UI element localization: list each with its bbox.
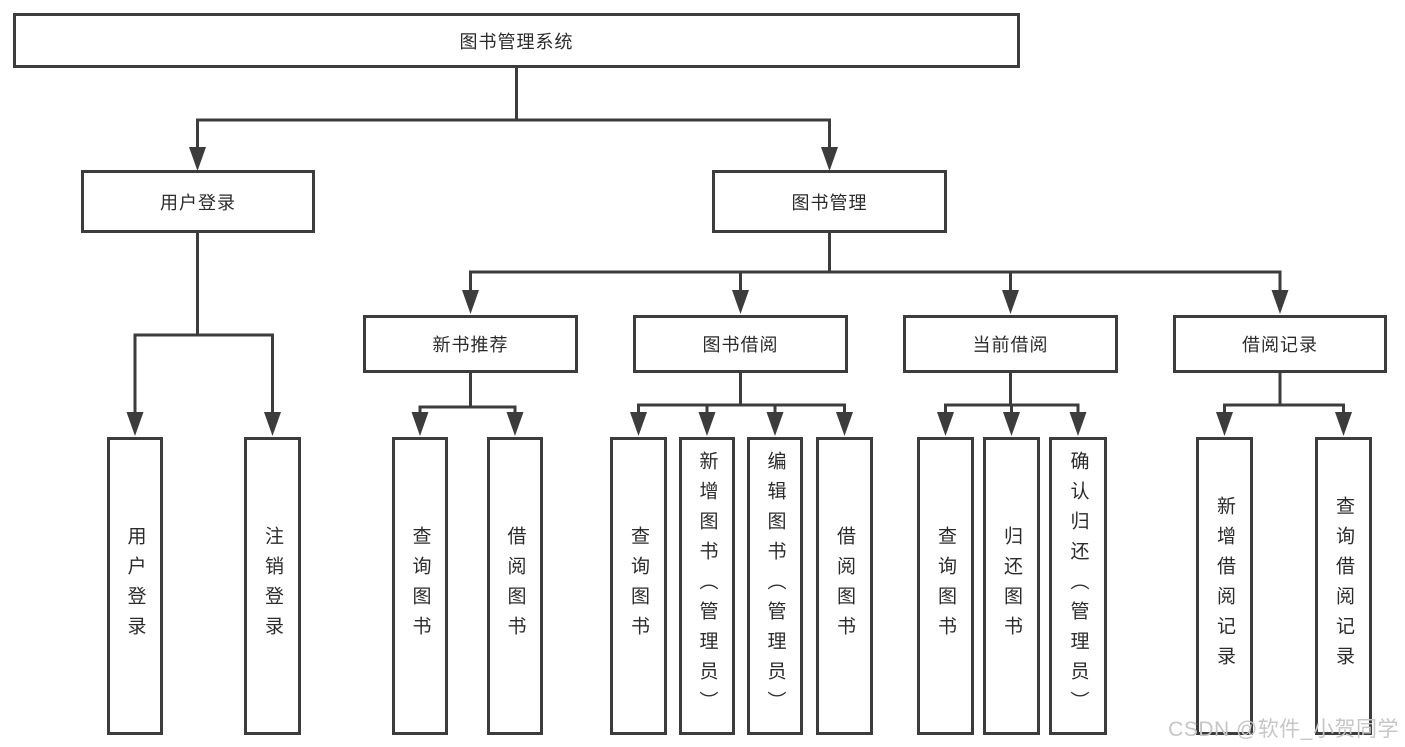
node-user-login: 用户登录	[81, 170, 315, 233]
arrowhead-icon	[189, 147, 206, 171]
leaf-query-borrow-record-label: 查询借阅记录	[1333, 496, 1354, 676]
leaf-add-books-admin: 新增图书（管理员）	[679, 437, 735, 735]
leaf-borrow-books-borrowing: 借阅图书	[816, 437, 873, 735]
node-user-login-label: 用户登录	[160, 192, 236, 213]
leaf-return-books-label: 归还图书	[1001, 526, 1022, 646]
arrowheads	[126, 147, 1352, 436]
arrowhead-icon	[937, 412, 954, 436]
connector-root-branch	[196, 68, 831, 158]
connector-user-login-branch	[133, 233, 274, 424]
leaf-borrow-books-borrowing-label: 借阅图书	[834, 526, 855, 646]
arrowhead-icon	[1003, 412, 1020, 436]
arrowhead-icon	[732, 290, 749, 314]
arrowhead-icon	[1335, 412, 1352, 436]
arrowhead-icon	[462, 290, 479, 314]
arrowhead-icon	[630, 412, 647, 436]
leaf-query-books-recommend-label: 查询图书	[409, 526, 431, 646]
leaf-query-books-borrowing-label: 查询图书	[628, 526, 649, 646]
node-current-borrowing: 当前借阅	[903, 315, 1118, 373]
leaf-query-books-borrowing: 查询图书	[610, 437, 667, 735]
node-book-borrowing: 图书借阅	[633, 315, 848, 373]
arrowhead-icon	[126, 412, 144, 436]
node-book-borrowing-label: 图书借阅	[702, 335, 779, 355]
leaf-confirm-return-admin-label: 确认归还（管理员）	[1067, 451, 1089, 721]
leaf-add-borrow-record: 新增借阅记录	[1196, 437, 1253, 735]
connector-book-management-branch	[469, 233, 1282, 302]
arrowhead-icon	[766, 412, 784, 436]
leaf-borrow-books-recommend-label: 借阅图书	[504, 526, 526, 646]
node-new-book-recommend-label: 新书推荐	[432, 335, 509, 355]
leaf-add-borrow-record-label: 新增借阅记录	[1214, 496, 1235, 676]
node-root: 图书管理系统	[13, 13, 1020, 68]
arrowhead-icon	[836, 412, 853, 436]
leaf-add-books-admin-label: 新增图书（管理员）	[696, 451, 718, 721]
node-new-book-recommend: 新书推荐	[363, 315, 578, 373]
arrowhead-icon	[1216, 412, 1233, 436]
leaf-edit-books-admin: 编辑图书（管理员）	[747, 437, 803, 735]
leaf-borrow-books-recommend: 借阅图书	[487, 437, 543, 735]
node-root-label: 图书管理系统	[459, 31, 574, 52]
arrowhead-icon	[821, 147, 838, 171]
node-current-borrowing-label: 当前借阅	[972, 335, 1049, 355]
node-borrowing-records-label: 借阅记录	[1242, 335, 1318, 355]
csdn-watermark: CSDN @软件_小贺同学	[1168, 718, 1399, 741]
leaf-user-login-label: 用户登录	[124, 526, 146, 646]
connector-borrowing-records-branch	[1223, 373, 1345, 424]
arrowhead-icon	[1271, 290, 1289, 314]
leaf-logout-login-label: 注销登录	[262, 526, 283, 646]
leaf-query-books-current-label: 查询图书	[935, 526, 956, 646]
arrowhead-icon	[506, 412, 524, 436]
arrowhead-icon	[698, 412, 716, 436]
arrowhead-icon	[411, 412, 429, 436]
leaf-query-books-current: 查询图书	[917, 437, 974, 735]
arrowhead-icon	[1002, 290, 1019, 314]
leaf-confirm-return-admin: 确认归还（管理员）	[1049, 437, 1107, 735]
arrowhead-icon	[1069, 412, 1087, 436]
arrowhead-icon	[264, 412, 281, 436]
leaf-edit-books-admin-label: 编辑图书（管理员）	[764, 451, 786, 721]
leaf-user-login: 用户登录	[107, 437, 163, 735]
connector-new-book-branch	[418, 373, 517, 424]
connector-book-borrowing-branch	[637, 373, 846, 424]
leaf-query-books-recommend: 查询图书	[392, 437, 448, 735]
leaf-logout-login: 注销登录	[244, 437, 301, 735]
node-book-management: 图书管理	[712, 170, 947, 233]
node-borrowing-records: 借阅记录	[1173, 315, 1387, 373]
leaf-return-books: 归还图书	[983, 437, 1040, 735]
leaf-query-borrow-record: 查询借阅记录	[1315, 437, 1372, 735]
node-book-management-label: 图书管理	[791, 192, 868, 213]
